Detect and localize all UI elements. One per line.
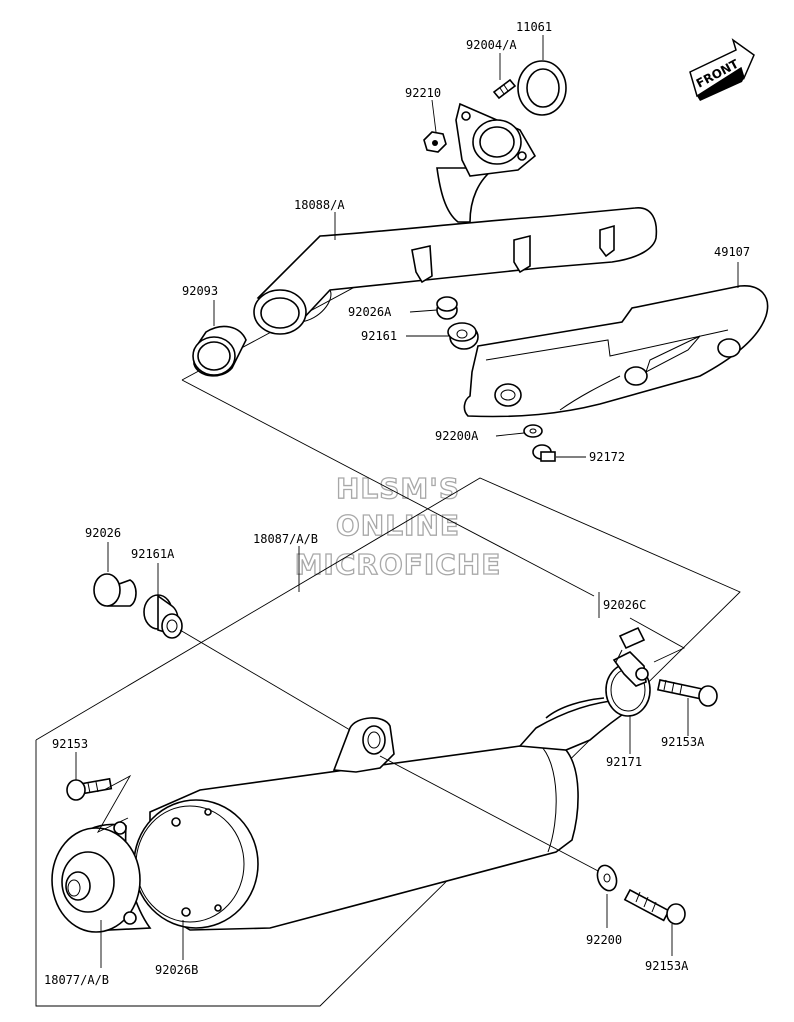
flange-nut bbox=[423, 99, 447, 153]
callout-labels: 11061 92004/A 92210 18088/A 49107 92093 … bbox=[44, 20, 750, 987]
washer-92200a bbox=[495, 424, 543, 438]
label-18077: 18077/A/B bbox=[44, 973, 109, 987]
clamp-92171 bbox=[605, 651, 651, 754]
label-18087: 18087/A/B bbox=[253, 532, 318, 546]
exhaust-pipe bbox=[253, 102, 658, 335]
screw-92172 bbox=[532, 444, 586, 462]
label-49107: 49107 bbox=[714, 245, 750, 259]
collar-92026c bbox=[615, 617, 685, 663]
label-92026c: 92026C bbox=[603, 598, 646, 612]
grommet-92161 bbox=[406, 322, 479, 350]
label-92161: 92161 bbox=[361, 329, 397, 343]
pipe-sleeve bbox=[192, 300, 247, 377]
label-92171: 92171 bbox=[606, 755, 642, 769]
watermark: HLSM'S ONLINE MICROFICHE bbox=[294, 471, 502, 581]
collar-92026 bbox=[93, 542, 137, 607]
label-11061: 11061 bbox=[516, 20, 552, 34]
label-92026: 92026 bbox=[85, 526, 121, 540]
watermark-line-1: HLSM'S bbox=[336, 472, 460, 505]
label-92172: 92172 bbox=[589, 450, 625, 464]
label-92026b: 92026B bbox=[155, 963, 198, 977]
label-92200a: 92200A bbox=[435, 429, 479, 443]
label-92200: 92200 bbox=[586, 933, 622, 947]
label-92153: 92153 bbox=[52, 737, 88, 751]
bolt-92153a-lower bbox=[623, 888, 686, 956]
washer-92200 bbox=[379, 755, 618, 928]
watermark-line-2: ONLINE bbox=[336, 509, 460, 542]
watermark-line-3: MICROFICHE bbox=[295, 548, 502, 581]
label-92026a: 92026A bbox=[348, 305, 392, 319]
label-92153a-upper: 92153A bbox=[661, 735, 705, 749]
label-92161a: 92161A bbox=[131, 547, 175, 561]
label-92004a: 92004/A bbox=[466, 38, 517, 52]
bolt-92153 bbox=[66, 752, 132, 834]
label-18088a: 18088/A bbox=[294, 198, 345, 212]
muffler bbox=[51, 697, 634, 933]
label-92093: 92093 bbox=[182, 284, 218, 298]
front-arrow-icon: FRONT bbox=[689, 38, 755, 101]
collar-92026a bbox=[409, 296, 458, 320]
gasket-ring bbox=[517, 35, 567, 116]
stud-bolt bbox=[492, 53, 517, 100]
label-92210: 92210 bbox=[405, 86, 441, 100]
bolt-92153a-upper bbox=[656, 679, 718, 736]
grommet-92161a bbox=[143, 563, 351, 731]
heat-cover bbox=[463, 262, 769, 418]
label-92153a-lower: 92153A bbox=[645, 959, 689, 973]
